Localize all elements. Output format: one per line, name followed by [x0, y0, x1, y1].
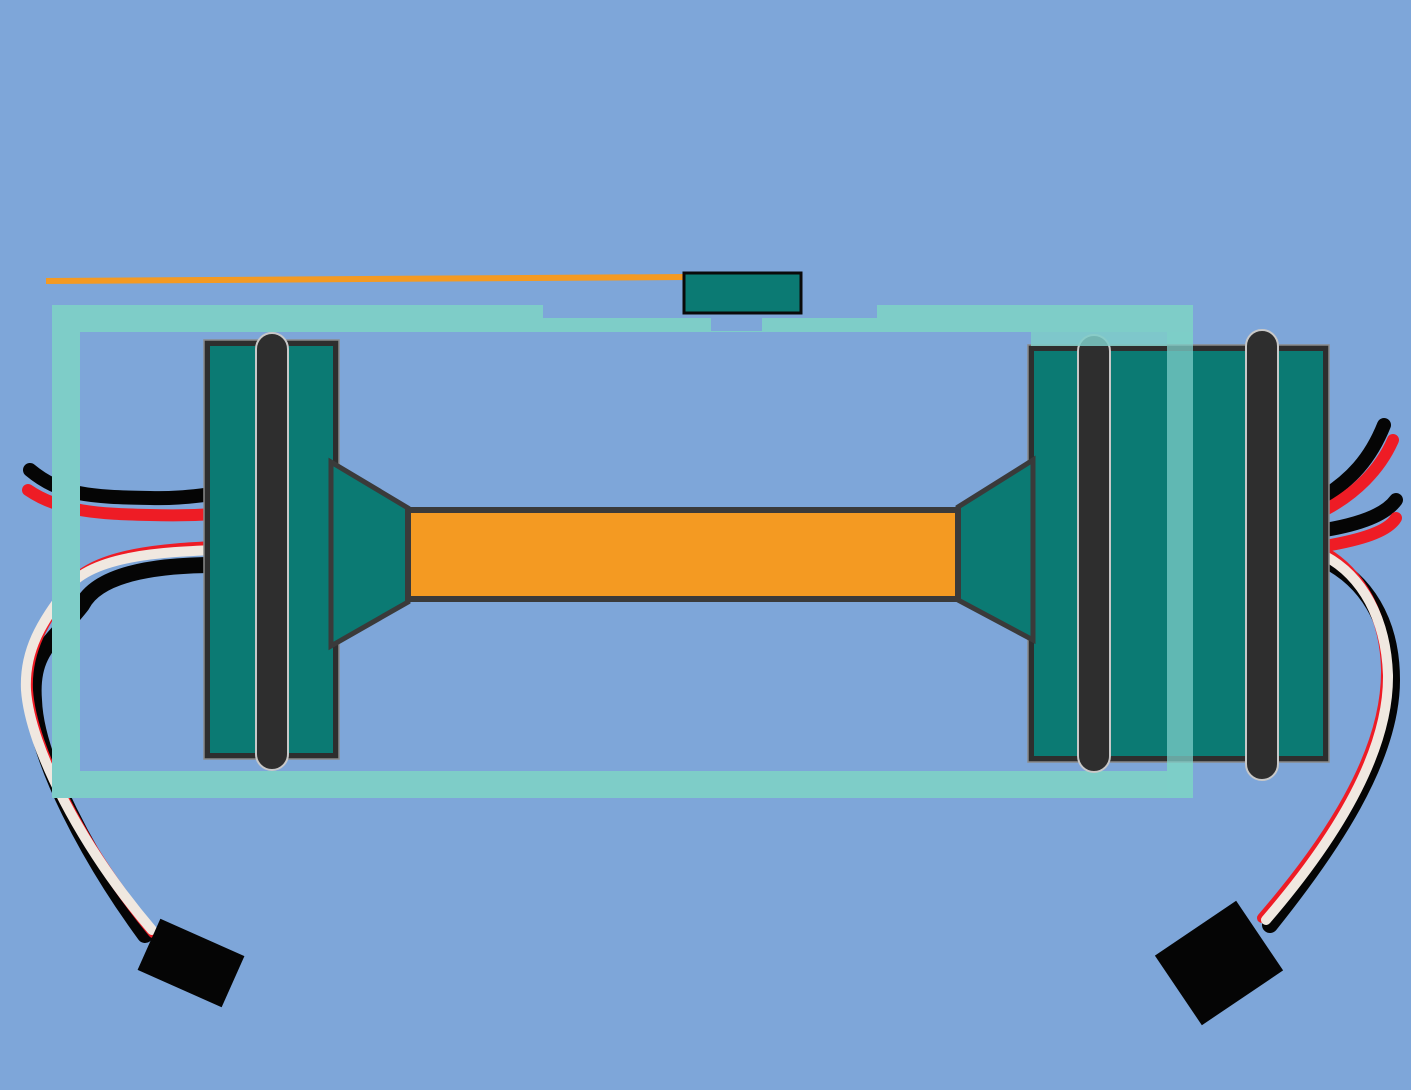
antenna-wire — [45, 274, 687, 284]
left-wheel-motor — [203, 332, 340, 771]
servo-connector-right — [1154, 900, 1284, 1026]
receiver-module — [682, 271, 803, 315]
chassis-frame-side-overlay — [1167, 332, 1193, 798]
center-axle — [405, 507, 961, 602]
chassis-frame-rail-overlay — [1031, 332, 1167, 346]
left-tire — [255, 332, 289, 771]
servo-connector-left — [137, 918, 245, 1008]
servo-cable-right — [1257, 418, 1403, 933]
right-tire-inner — [1077, 334, 1111, 773]
right-tire-outer — [1245, 329, 1279, 781]
antenna-assembly — [45, 271, 803, 315]
